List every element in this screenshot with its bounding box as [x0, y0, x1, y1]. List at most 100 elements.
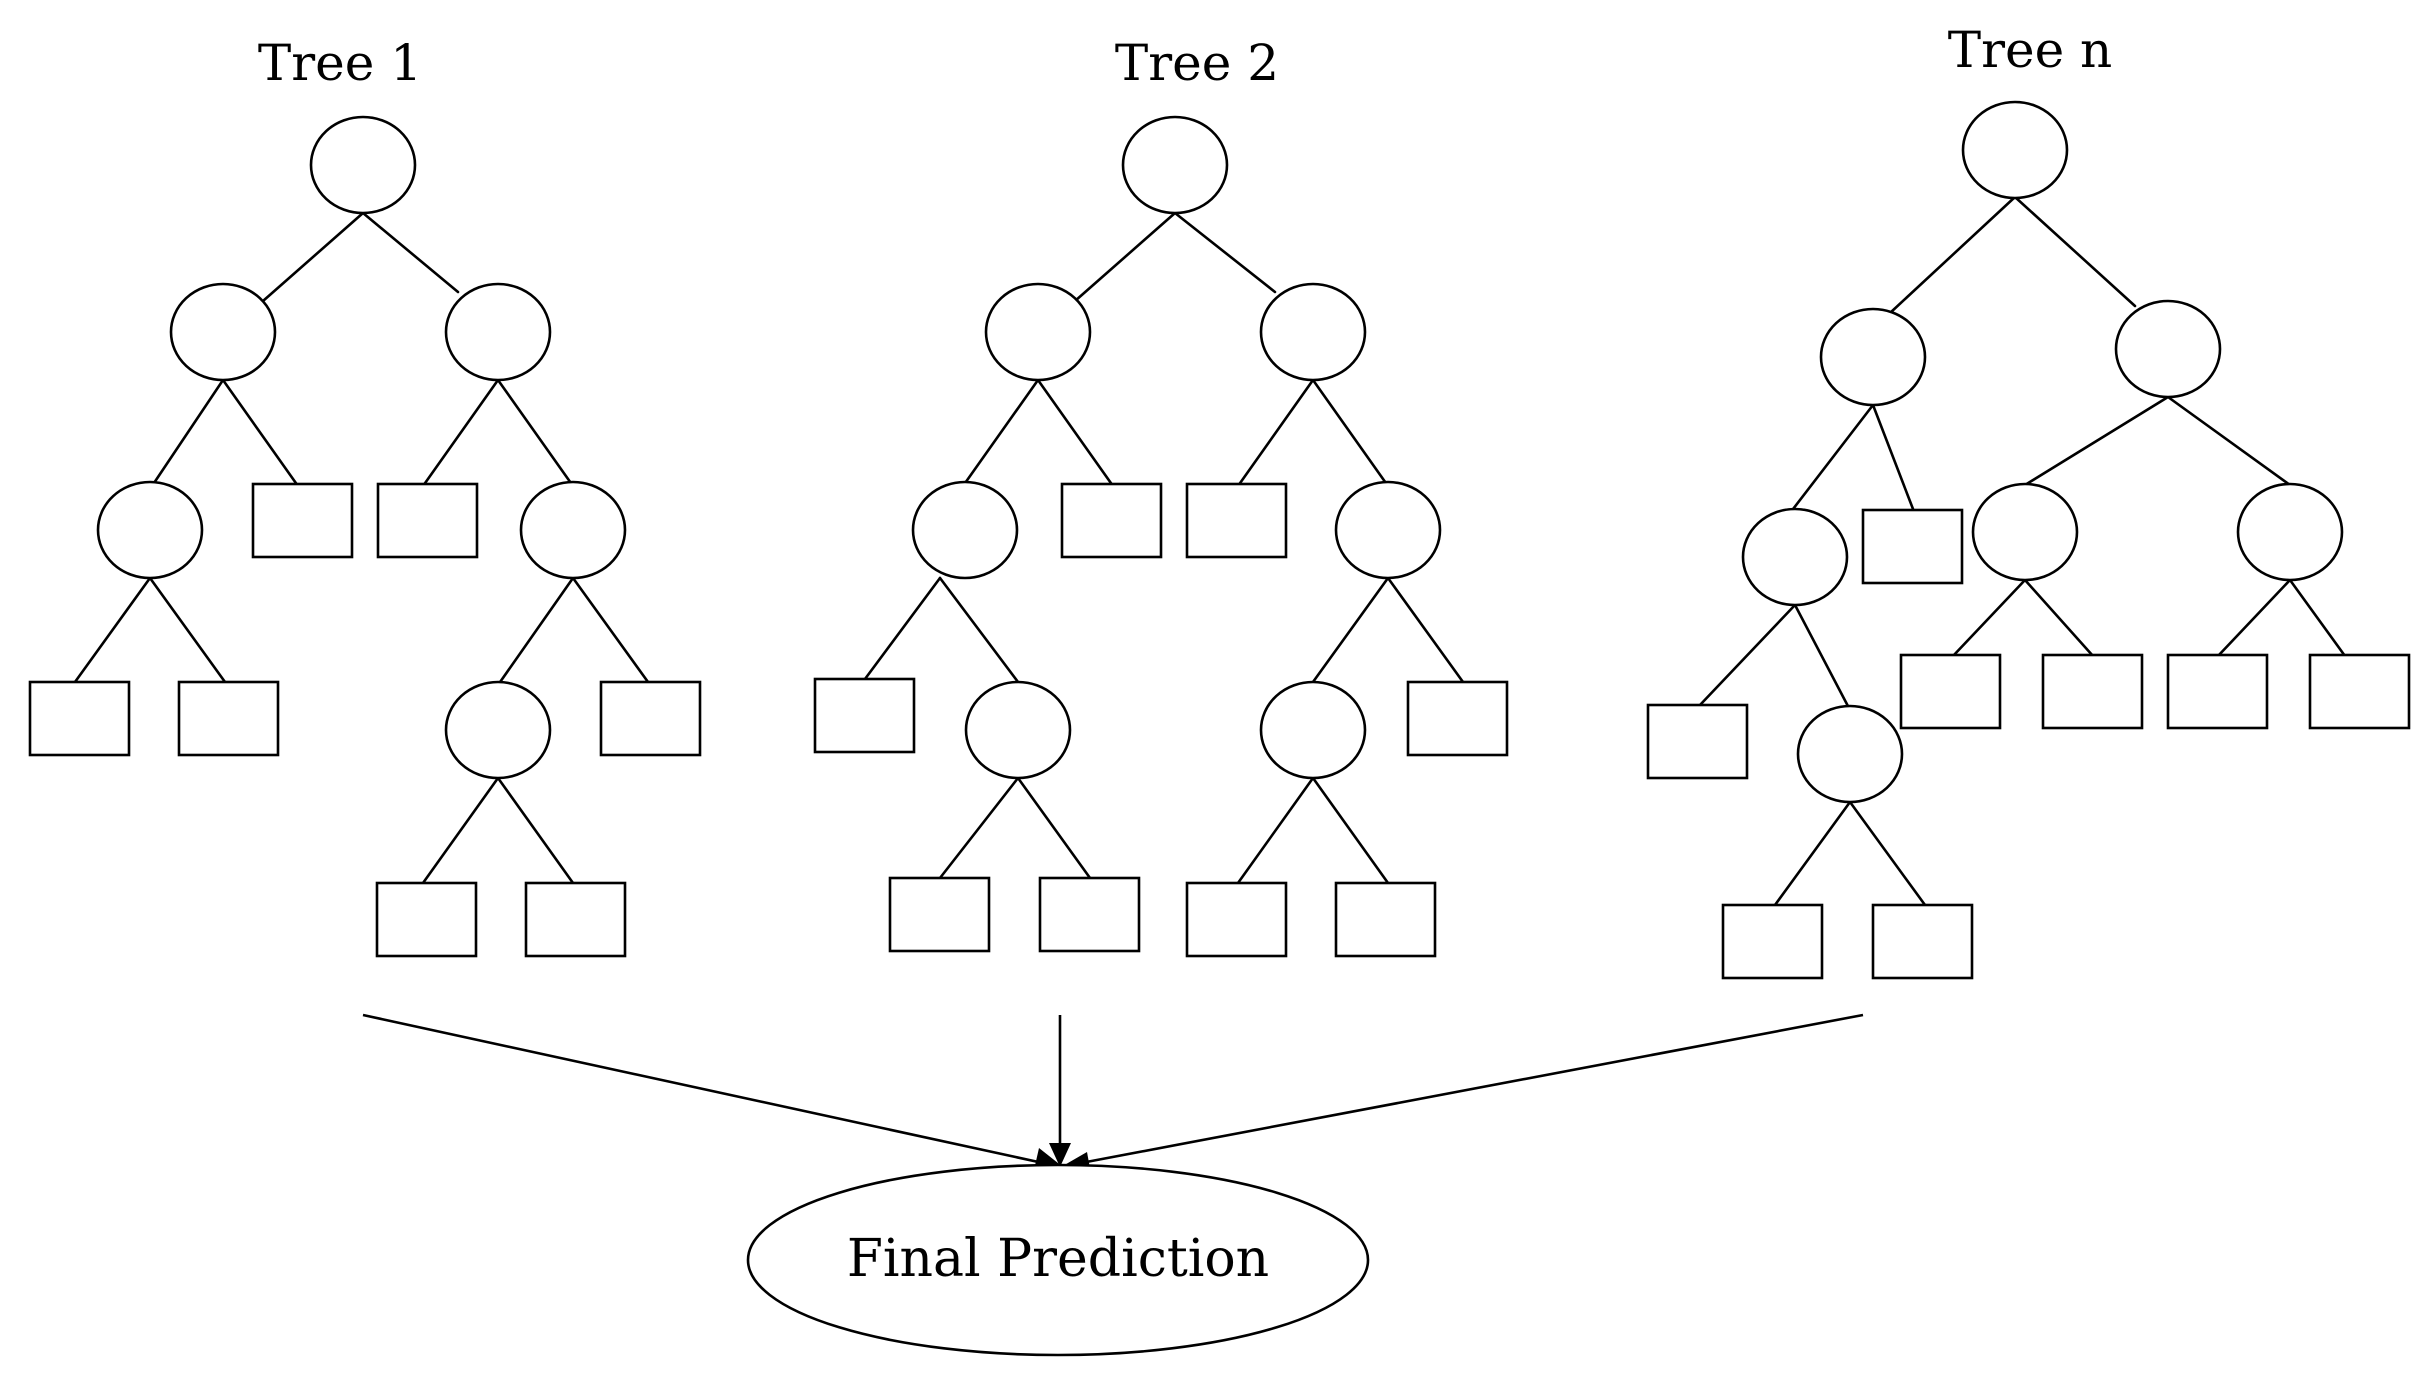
tree-1-title: Tree 1 [258, 34, 422, 92]
tree-node [1259, 282, 1367, 382]
tree-node [444, 282, 552, 382]
edge [1173, 211, 1277, 294]
edge [1788, 403, 1875, 515]
edge [863, 576, 942, 681]
edge [261, 211, 365, 303]
edge [1793, 603, 1852, 712]
tree-node [1741, 507, 1849, 607]
edge [150, 378, 225, 488]
edge [421, 776, 500, 885]
tree-node [984, 282, 1092, 382]
edge [961, 378, 1040, 488]
edge [421, 378, 500, 488]
edge [1698, 603, 1797, 707]
leaf-node [375, 881, 478, 958]
edge [361, 211, 460, 294]
leaf-node [2166, 653, 2269, 730]
tree-node [1334, 480, 1442, 580]
leaf-node [1334, 881, 1437, 958]
edge [2216, 578, 2292, 658]
leaf-node [1861, 508, 1964, 585]
edge [1386, 576, 1465, 684]
edge [1773, 800, 1852, 907]
edge [148, 576, 227, 684]
edge [496, 378, 575, 488]
leaf-node [1060, 482, 1163, 559]
tree-node [444, 680, 552, 780]
edge [1951, 578, 2027, 658]
final-prediction-node [746, 1163, 1370, 1357]
arrow-head [1049, 1143, 1071, 1167]
leaf-node [1871, 903, 1974, 980]
edge [571, 576, 650, 684]
leaf-node [813, 677, 916, 754]
edge [938, 576, 1020, 684]
leaf-node [1899, 653, 2002, 730]
leaf-node [28, 680, 131, 757]
edge [1016, 776, 1092, 880]
tree-node [1961, 100, 2069, 200]
tree-node [911, 480, 1019, 580]
edge [1888, 195, 2017, 315]
final-prediction: Final Prediction [746, 1163, 1370, 1357]
tree-2-title: Tree 2 [1115, 34, 1279, 92]
leaf-node [888, 876, 991, 953]
edge [221, 378, 300, 488]
leaf-node [2041, 653, 2144, 730]
leaf-node [524, 881, 627, 958]
tree-n: Tree n [1646, 21, 2411, 980]
edge [1311, 378, 1390, 488]
edge [1236, 776, 1315, 885]
final-prediction-label: Final Prediction [847, 1229, 1269, 1289]
arrow-from-tree-n [1080, 1013, 1864, 1165]
leaf-node [1185, 881, 1288, 958]
leaf-node [376, 482, 479, 559]
edge [1848, 800, 1927, 907]
edge [1036, 378, 1115, 488]
leaf-node [1721, 903, 1824, 980]
edge [1236, 378, 1315, 488]
tree-1-edges [73, 211, 650, 885]
leaf-node [251, 482, 354, 559]
edge [73, 576, 152, 684]
edge [938, 776, 1020, 880]
tree-node [1259, 680, 1367, 780]
tree-node [169, 282, 277, 382]
tree-node [1819, 307, 1927, 407]
leaf-node [1406, 680, 1509, 757]
leaf-node [2308, 653, 2411, 730]
tree-node [519, 480, 627, 580]
tree-node [96, 480, 204, 580]
tree-node [2114, 299, 2222, 399]
tree-node [1121, 115, 1229, 215]
leaf-node [599, 680, 702, 757]
edge [496, 576, 575, 687]
edge [1073, 211, 1177, 303]
edge [2023, 578, 2095, 658]
tree-node [309, 115, 417, 215]
edge [1311, 576, 1390, 684]
tree-node [2236, 482, 2344, 582]
tree-node [1971, 482, 2079, 582]
leaf-node [177, 680, 280, 757]
tree-1: Tree 1 [28, 34, 702, 958]
edge [1871, 403, 1915, 511]
arrow-from-tree-1 [362, 1013, 1044, 1165]
tree-n-edges [1698, 195, 2347, 907]
leaf-node [1185, 482, 1288, 559]
edge [496, 776, 575, 885]
tree-2-edges [863, 211, 1465, 885]
edge [2166, 395, 2292, 487]
edge [2288, 578, 2347, 658]
aggregation-arrows [362, 1013, 1864, 1174]
edge [2013, 195, 2137, 308]
leaf-node [1038, 876, 1141, 953]
tree-node [1796, 704, 1904, 804]
edge [2023, 395, 2170, 487]
edge [1311, 776, 1390, 885]
tree-node [964, 680, 1072, 780]
tree-2: Tree 2 [813, 34, 1509, 958]
leaf-node [1646, 703, 1749, 780]
tree-n-title: Tree n [1948, 21, 2113, 79]
